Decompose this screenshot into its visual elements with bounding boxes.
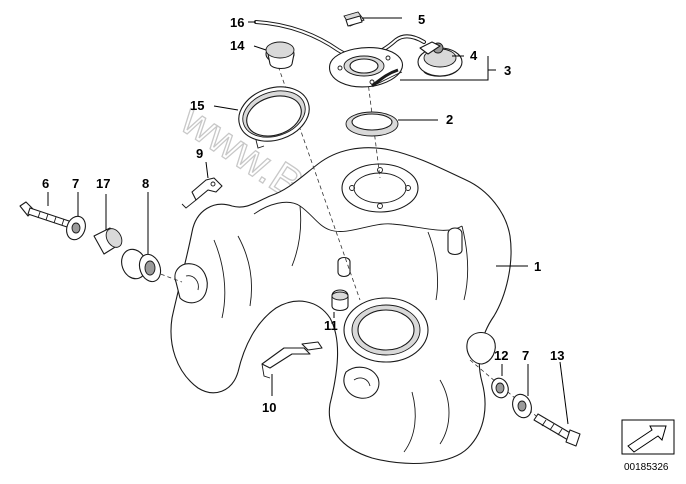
- callout-17: 17: [96, 176, 110, 191]
- washer-left: [66, 215, 86, 241]
- callout-2: 2: [446, 112, 453, 127]
- callout-16: 16: [230, 15, 244, 30]
- callout-8: 8: [142, 176, 149, 191]
- clip: [343, 11, 365, 27]
- cover-plate: [329, 47, 403, 88]
- callout-14: 14: [230, 38, 245, 53]
- rubber-mount: [121, 248, 162, 283]
- catalog-number: 00185326: [624, 462, 669, 473]
- callout-5: 5: [418, 12, 425, 27]
- bolt-right: [533, 413, 581, 447]
- callouts: 16 5 14 4 3 15 2 9 6 7 17 8 1 11 12 7 13…: [42, 12, 564, 415]
- retaining-ring: [238, 86, 310, 149]
- bolt-left: [19, 201, 73, 229]
- callout-7-left: 7: [72, 176, 79, 191]
- callout-10: 10: [262, 400, 276, 415]
- arrow-symbol-icon: [621, 419, 675, 455]
- guide-line: [469, 359, 549, 427]
- callout-9: 9: [196, 146, 203, 161]
- callout-12: 12: [494, 348, 508, 363]
- callout-13: 13: [550, 348, 564, 363]
- leader-lines: [47, 17, 569, 425]
- callout-4: 4: [470, 48, 478, 63]
- sender-unit: [371, 41, 463, 88]
- bracket: [181, 177, 223, 209]
- lower-bracket: [261, 341, 323, 379]
- callout-1: 1: [534, 259, 541, 274]
- washer-right: [512, 393, 532, 419]
- rubber-buffer: [331, 289, 349, 312]
- grommet: [265, 41, 295, 70]
- callout-7-right: 7: [522, 348, 529, 363]
- callout-11: 11: [324, 318, 338, 333]
- callout-15: 15: [190, 98, 204, 113]
- callout-3: 3: [504, 63, 511, 78]
- seal-ring: [345, 111, 399, 137]
- spacer-bushing: [93, 227, 123, 255]
- callout-6: 6: [42, 176, 49, 191]
- spacer-right: [491, 377, 509, 399]
